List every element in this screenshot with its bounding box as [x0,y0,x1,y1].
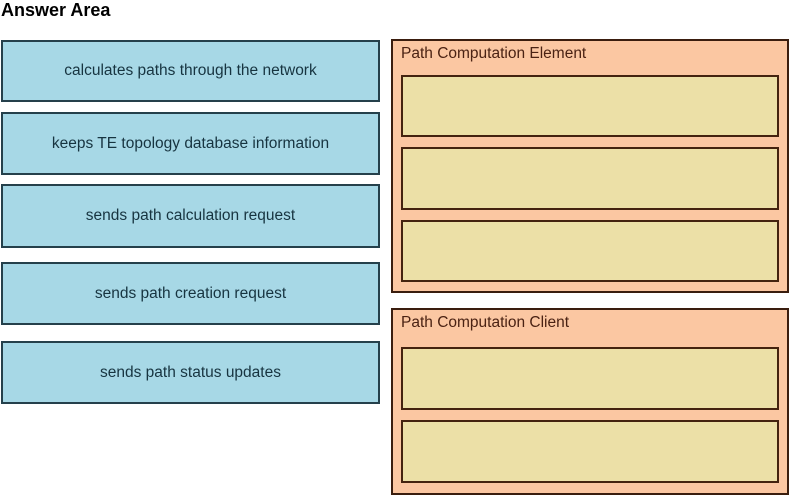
drag-option-label: sends path creation request [94,284,287,302]
drag-option-keeps-te-topology[interactable]: keeps TE topology database information [1,112,380,175]
drag-option-sends-path-creation-request[interactable]: sends path creation request [1,262,380,325]
drag-option-label: sends path calculation request [85,207,296,224]
drop-slot-pcc-1[interactable] [401,347,779,410]
drag-option-calculates-paths[interactable]: calculates paths through the network [1,40,380,102]
drag-option-label: sends path status updates [100,363,281,381]
drop-slot-pcc-2[interactable] [401,420,779,483]
drop-slot-pce-3[interactable] [401,220,779,282]
drag-option-label: calculates paths through the network [64,62,317,79]
drag-option-sends-path-status-updates[interactable]: sends path status updates [1,341,380,404]
drop-slot-pce-2[interactable] [401,147,779,210]
drag-option-label: keeps TE topology database information [51,134,330,152]
drop-group-title: Path Computation Client [401,314,570,331]
page-title: Answer Area [1,0,111,20]
drop-group-title: Path Computation Element [401,45,587,62]
drop-group-path-computation-client: Path Computation Client [391,308,789,495]
drop-slot-pce-1[interactable] [401,75,779,137]
drag-option-sends-path-calculation-request[interactable]: sends path calculation request [1,184,380,248]
drop-group-path-computation-element: Path Computation Element [391,39,789,293]
